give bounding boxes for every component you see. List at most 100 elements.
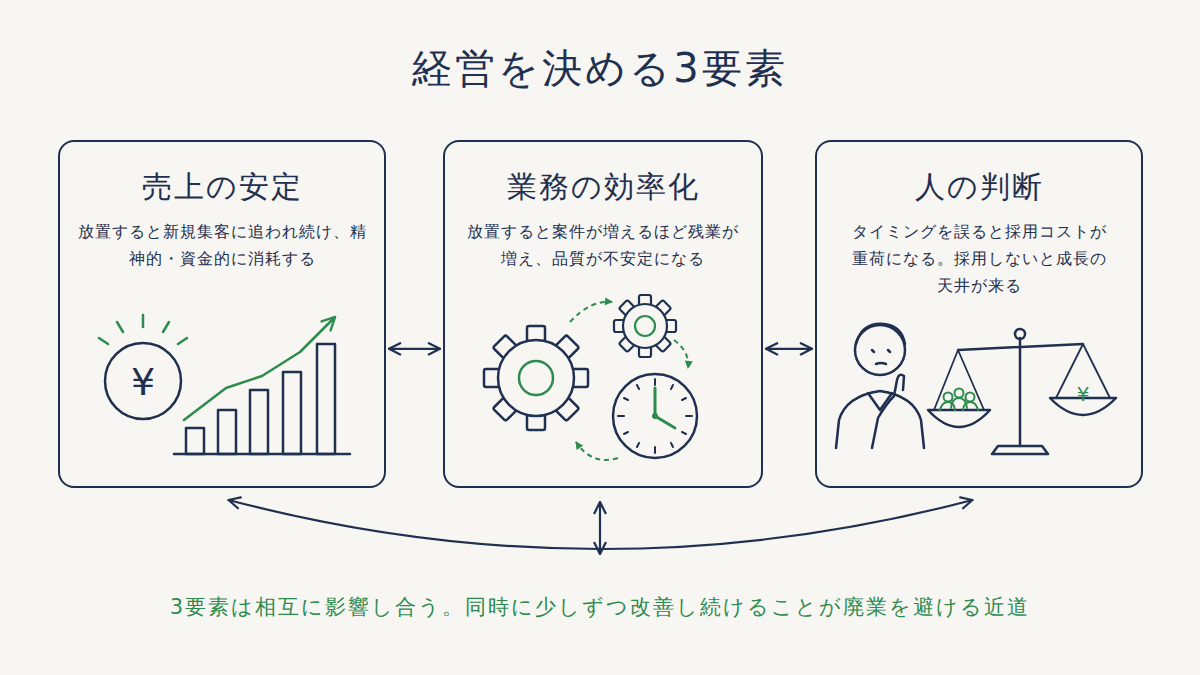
box-description: 放置すると案件が増えるほど残業が増え、品質が不安定になる — [463, 218, 743, 272]
cycle-arrow — [570, 302, 612, 322]
connector-arrow — [389, 348, 440, 350]
link-arrow — [599, 502, 601, 554]
cycle-arrows — [570, 302, 688, 460]
clock-tick — [671, 443, 673, 447]
gear-tooth — [655, 336, 671, 352]
scale-string — [934, 350, 984, 410]
box-description: タイミングを誤ると採用コストが重荷になる。採用しないと成長の天井が来る — [845, 218, 1113, 300]
gear-hub — [635, 316, 655, 336]
gear-tooth — [570, 369, 588, 387]
clock-tick — [671, 385, 673, 389]
concept-box: 業務の効率化放置すると案件が増えるほど残業が増え、品質が不安定になる — [443, 140, 763, 488]
cycle-arrow — [576, 442, 618, 460]
people-body — [951, 398, 967, 408]
gear-tooth — [527, 326, 545, 344]
gear-body — [623, 304, 667, 348]
gear-tooth — [527, 412, 545, 430]
coin-ray — [178, 338, 187, 344]
gear-tooth — [614, 320, 625, 332]
clock-icon — [613, 374, 697, 458]
scale-beam — [958, 344, 1083, 350]
gear-tooth — [619, 300, 635, 316]
coin-ray — [163, 322, 169, 332]
clock-tick — [637, 385, 639, 389]
coin-ray — [142, 315, 145, 327]
clock-tick — [637, 443, 639, 447]
cycle-arrow — [674, 340, 688, 368]
person-hair — [856, 324, 905, 344]
clock-tick — [686, 415, 692, 417]
clock-face — [613, 374, 697, 458]
people-head — [944, 393, 953, 402]
gear-body — [498, 340, 574, 416]
people-body — [963, 402, 978, 410]
gear-tooth — [655, 300, 671, 316]
chart-baseline — [174, 453, 350, 456]
clock-tick — [654, 447, 656, 453]
clock-tick — [654, 379, 656, 385]
gear-tooth — [554, 335, 579, 360]
gear-tooth — [484, 369, 502, 387]
scale-pivot — [1015, 329, 1025, 339]
gear-hub — [519, 361, 553, 395]
yen-symbol: ¥ — [1077, 384, 1090, 404]
box-heading: 売上の安定 — [60, 168, 384, 206]
concept-box: 人の判断タイミングを誤ると採用コストが重荷になる。採用しないと成長の天井が来る — [815, 140, 1143, 488]
clock-tick — [682, 432, 686, 434]
gear-tooth — [665, 320, 676, 332]
clock-ticks — [618, 379, 692, 453]
person-collar — [868, 393, 892, 410]
large-gear — [484, 326, 588, 430]
small-gear — [614, 295, 676, 357]
chart-bar — [250, 390, 268, 454]
connector-arrow — [229, 500, 973, 549]
gear-tooth — [493, 396, 518, 421]
box-heading: 業務の効率化 — [445, 168, 761, 206]
bar-chart — [174, 318, 350, 454]
gear-tooth — [639, 346, 651, 357]
person-icon — [836, 324, 924, 448]
coin-icon — [99, 315, 187, 419]
trend-arrow — [184, 318, 334, 420]
gear-tooth — [619, 336, 635, 352]
people-head — [966, 393, 975, 402]
connector-arrow — [766, 348, 812, 350]
concept-box: 売上の安定放置すると新規集客に追われ続け、精神的・資金的に消耗する — [58, 140, 386, 488]
chart-bar — [218, 410, 236, 454]
coin-circle — [105, 343, 181, 419]
balance-scale — [928, 329, 1116, 454]
box-description: 放置すると新規集客に追われ続け、精神的・資金的に消耗する — [75, 218, 369, 272]
scale-pan — [928, 410, 990, 427]
person-eyes — [872, 350, 890, 352]
clock-hand — [654, 388, 657, 416]
chart-bar — [186, 428, 204, 454]
people-body — [940, 402, 955, 410]
clock-tick — [624, 398, 628, 400]
coin-ray — [117, 322, 123, 332]
box-heading: 人の判断 — [817, 168, 1141, 206]
clock-hand — [655, 416, 675, 428]
gear-tooth — [554, 396, 579, 421]
person-body — [836, 391, 924, 448]
clock-tick — [624, 432, 628, 434]
gear-tooth — [639, 295, 651, 306]
gear-tooth — [493, 335, 518, 360]
person-head — [855, 325, 905, 375]
yen-symbol: ¥ — [131, 363, 155, 401]
people-head — [955, 389, 964, 398]
scale-base — [992, 446, 1048, 454]
clock-tick — [618, 415, 624, 417]
diagram-title: 経営を決める3要素 — [0, 44, 1200, 92]
scale-pole — [1019, 338, 1022, 446]
chart-bar — [283, 372, 301, 454]
people-icon — [940, 389, 978, 411]
chart-bar — [317, 344, 335, 454]
diagram-caption: 3要素は相互に影響し合う。同時に少しずつ改善し続けることが廃業を避ける近道 — [0, 594, 1200, 621]
clock-tick — [682, 398, 686, 400]
coin-ray — [99, 338, 108, 344]
clock-center — [652, 413, 658, 419]
person-mouth — [876, 363, 886, 364]
